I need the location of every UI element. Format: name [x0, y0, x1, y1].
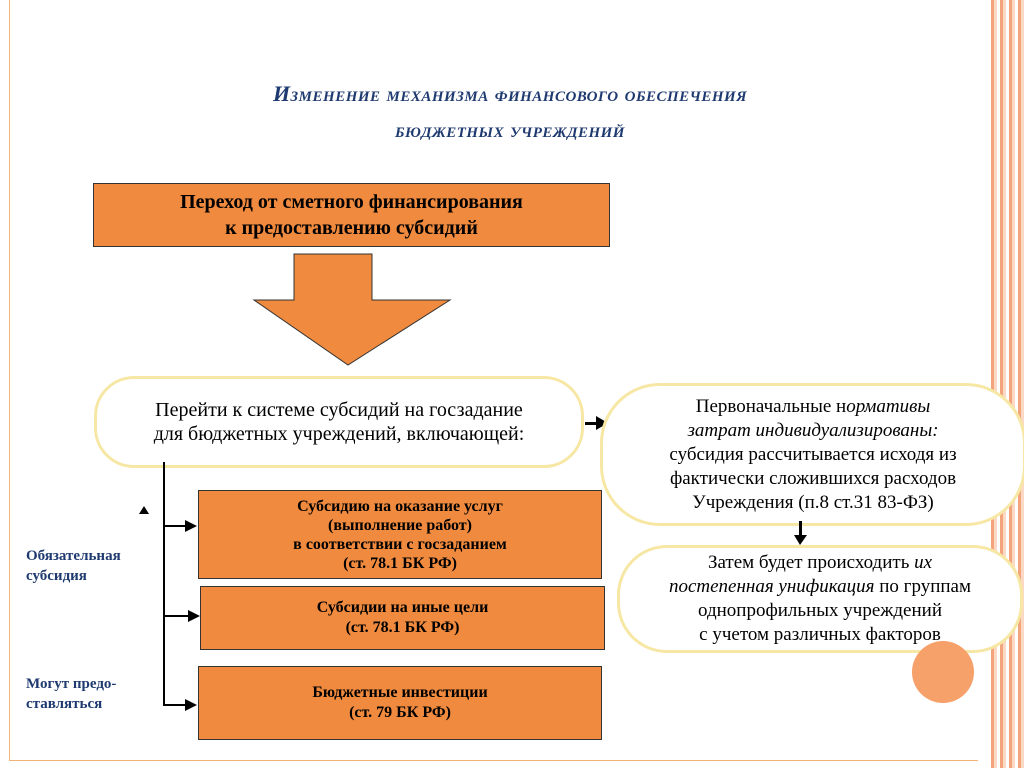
optional-line-1: Могут предо- — [26, 676, 117, 692]
unification-line-1: Затем будет происходить их — [620, 551, 1020, 575]
unification-line-2: постепенная унификация по группам — [620, 575, 1020, 599]
unification-line-2-italic: постепенная унификация — [668, 576, 875, 597]
subsidy-service-line-1: Субсидию на оказание услуг — [297, 497, 503, 515]
subsidy-service-line-4: (ст. 78.1 БК РФ) — [343, 554, 457, 572]
normatives-line-4: фактически сложившихся расходов — [669, 467, 957, 489]
normatives-line-1: Первоначальные нормативы — [603, 395, 1023, 419]
branch-vertical — [163, 462, 165, 706]
budget-investments-box: Бюджетные инвестиции (ст. 79 БК РФ) — [198, 666, 602, 740]
unification-line-2-plain: по группам — [874, 576, 972, 597]
normatives-oval: Первоначальные нормативы затрат индивиду… — [600, 383, 1024, 526]
transition-line-1: Переход от сметного финансирования — [180, 191, 523, 213]
normatives-line-3: субсидия рассчитывается исходя из — [669, 443, 957, 465]
title-line-2: бюджетных учреждений — [395, 117, 625, 142]
arrow-right-icon — [185, 520, 197, 532]
transition-box: Переход от сметного финансирования к пре… — [93, 183, 610, 247]
optional-label: Могут предо- ставляться — [26, 674, 116, 714]
subsidy-other-line-1: Субсидии на иные цели — [316, 599, 489, 616]
unification-line-4: с учетом различных факторов — [699, 624, 941, 645]
unification-line-3: однопрофильных учреждений — [698, 600, 942, 621]
small-up-arrow-icon — [139, 506, 149, 514]
mandatory-line-2: субсидия — [26, 568, 87, 584]
connector-down — [799, 521, 802, 537]
budget-investments-line-1: Бюджетные инвестиции — [312, 684, 488, 701]
subsidy-service-box: Субсидию на оказание услуг (выполнение р… — [198, 490, 602, 579]
mandatory-line-1: Обязательная — [26, 548, 121, 564]
mandatory-label: Обязательная субсидия — [26, 546, 121, 586]
arrow-down-icon — [794, 535, 807, 545]
subsidy-other-box: Субсидии на иные цели (ст. 78.1 БК РФ) — [200, 586, 605, 650]
normatives-line-1-italic: ормативы — [846, 395, 931, 417]
transition-line-2: к предоставлению субсидий — [225, 217, 478, 239]
connector-right — [585, 422, 599, 425]
optional-line-2: ставляться — [26, 696, 103, 712]
normatives-line-2-italic: затрат индивидуализированы: — [687, 419, 939, 441]
normatives-line-5: Учреждения (п.8 ст.31 83-ФЗ) — [692, 491, 934, 513]
normatives-line-2: затрат индивидуализированы: — [603, 419, 1023, 443]
arrow-right-icon — [188, 610, 200, 622]
page-title: Изменение механизма финансового обеспече… — [80, 76, 940, 148]
branch-2 — [163, 615, 189, 617]
subsidy-system-oval: Перейти к системе субсидий на госзадание… — [94, 376, 584, 468]
branch-1 — [163, 525, 187, 527]
unification-line-1-plain: Затем будет происходить — [707, 552, 915, 573]
branch-3 — [163, 704, 187, 706]
arrow-right-icon — [596, 416, 608, 430]
decorative-stripes — [988, 0, 1024, 768]
unification-line-1-italic: их — [914, 552, 933, 573]
budget-investments-line-2: (ст. 79 БК РФ) — [349, 704, 451, 721]
arrow-right-icon — [185, 699, 197, 711]
subsidy-system-line-2: для бюджетных учреждений, включающей: — [153, 423, 525, 445]
subsidy-service-line-3: в соответствии с госзаданием — [293, 535, 507, 553]
stripe-gap — [978, 0, 988, 768]
down-arrow-icon — [252, 253, 452, 366]
subsidy-system-line-1: Перейти к системе субсидий на госзадание — [155, 399, 523, 421]
subsidy-service-line-2: (выполнение работ) — [328, 516, 472, 534]
unification-oval: Затем будет происходить их постепенная у… — [617, 545, 1023, 653]
subsidy-other-line-2: (ст. 78.1 БК РФ) — [345, 619, 460, 636]
normatives-line-1-plain: Первоначальные н — [695, 395, 847, 417]
title-line-1: Изменение механизма финансового обеспече… — [272, 81, 748, 106]
decorative-circle — [912, 641, 974, 703]
